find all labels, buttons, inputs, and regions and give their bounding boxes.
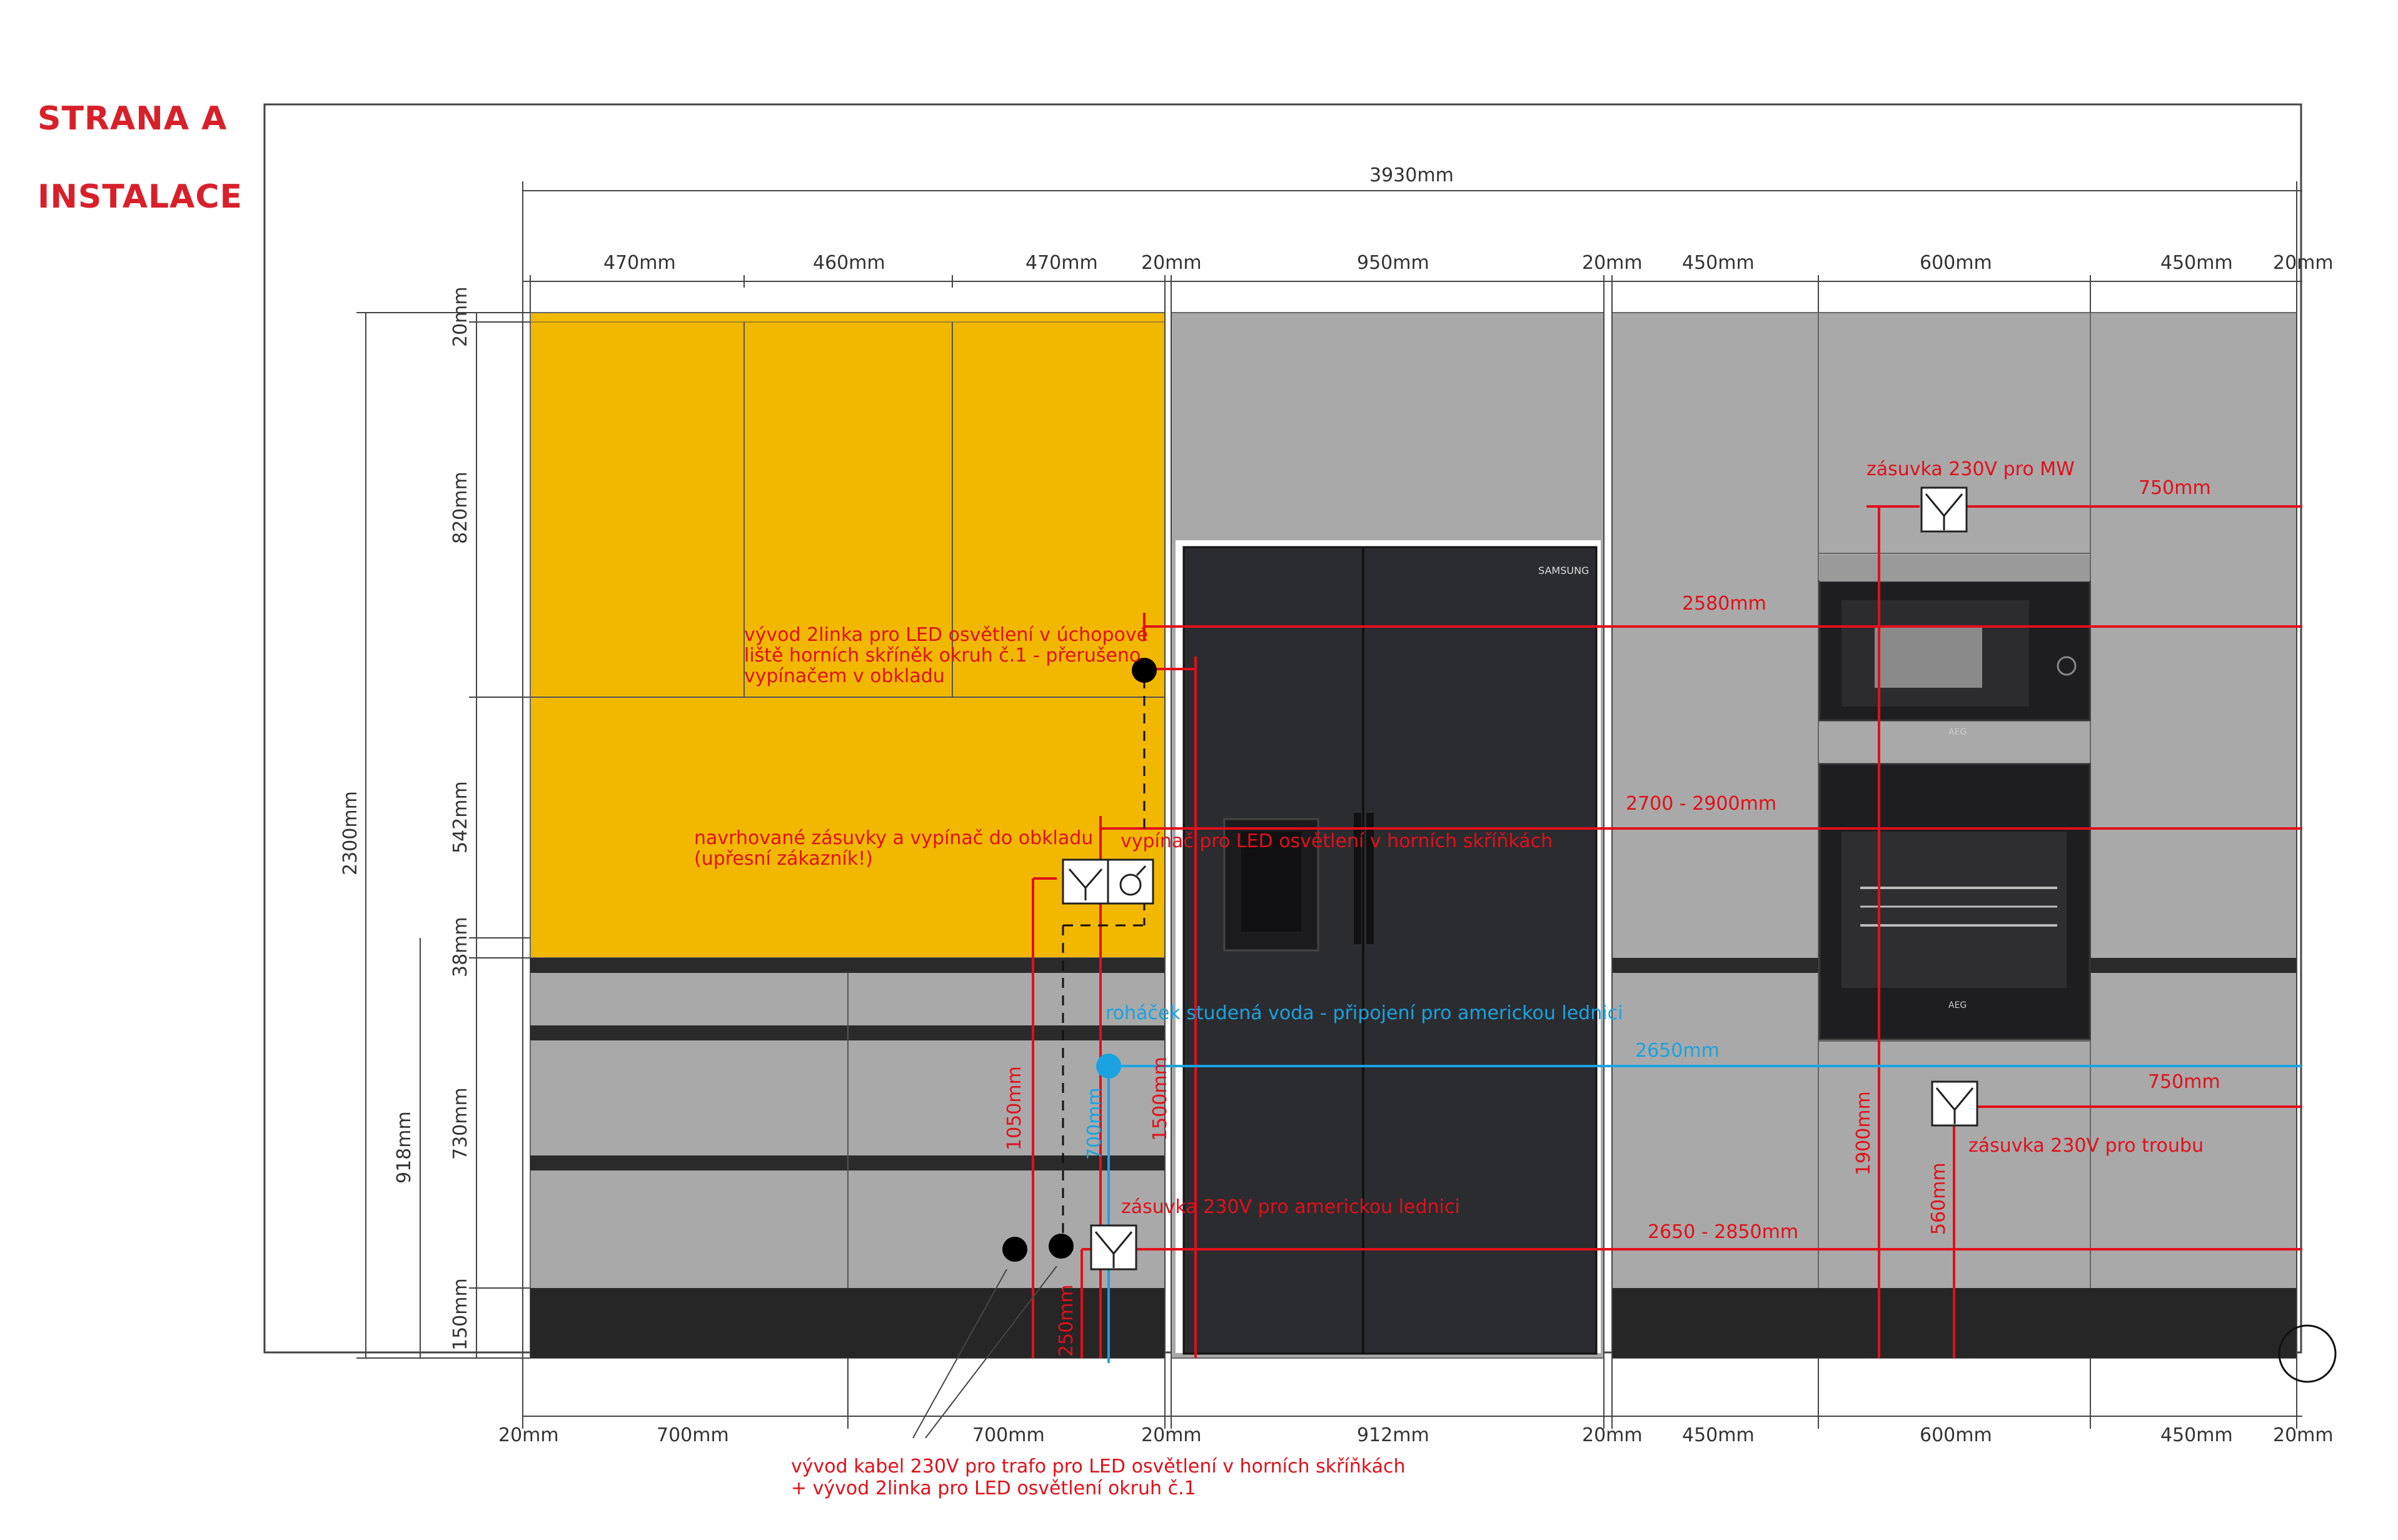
label-led-outlet-3: vypínačem v obkladu bbox=[744, 665, 945, 687]
dim-top-8: 600mm bbox=[1920, 252, 1992, 274]
label-oven-socket: zásuvka 230V pro troubu bbox=[1968, 1135, 2204, 1157]
water-valve-point bbox=[1096, 1054, 1121, 1079]
label-h-250: 250mm bbox=[1055, 1284, 1077, 1357]
label-water-valve: roháček studená voda - připojení pro ame… bbox=[1106, 1002, 1623, 1024]
label-h-560: 560mm bbox=[1928, 1162, 1950, 1235]
dim-top-6: 20mm bbox=[1582, 252, 1643, 274]
dim-bottom-7: 450mm bbox=[1682, 1424, 1755, 1446]
microwave-brand-label: AEG bbox=[1948, 727, 1967, 737]
label-led-outlet-1: vývod 2linka pro LED osvětlení v úchopov… bbox=[744, 624, 1148, 646]
label-height-2580: 2580mm bbox=[1682, 593, 1766, 615]
label-proposed-sockets-1: navrhované zásuvky a vypínač do obkladu bbox=[694, 827, 1093, 849]
label-fridge-socket: zásuvka 230V pro americkou lednici bbox=[1121, 1196, 1460, 1218]
dim-top-5: 950mm bbox=[1357, 252, 1429, 274]
dim-total-width: 3930mm bbox=[1369, 164, 1454, 186]
label-cable-2: + vývod 2linka pro LED osvětlení okruh č… bbox=[791, 1477, 1196, 1499]
dim-top-10: 20mm bbox=[2273, 252, 2334, 274]
dim-bottom-10: 20mm bbox=[2273, 1424, 2334, 1446]
label-mw-socket: zásuvka 230V pro MW bbox=[1867, 458, 2075, 480]
dim-left-seg-1: 20mm bbox=[450, 286, 471, 347]
label-led-switch: vypínač pro LED osvětlení v horních skří… bbox=[1121, 830, 1553, 852]
cable-outlet-point-1 bbox=[1002, 1237, 1027, 1262]
label-height-2650-2850: 2650 - 2850mm bbox=[1648, 1221, 1798, 1243]
title-instalace: INSTALACE bbox=[38, 178, 243, 216]
dim-left-total: 2300mm bbox=[340, 791, 361, 875]
fridge-brand-label: SAMSUNG bbox=[1538, 565, 1589, 576]
dim-top-4: 20mm bbox=[1141, 252, 1202, 274]
label-height-2650: 2650mm bbox=[1635, 1040, 1720, 1062]
label-led-outlet-2: liště horních skříněk okruh č.1 - přeruš… bbox=[744, 645, 1141, 667]
dim-bottom-6: 20mm bbox=[1582, 1424, 1643, 1446]
mw-socket-symbol bbox=[1920, 486, 1968, 533]
tall-unit-right bbox=[2090, 312, 2297, 1359]
label-h-1500: 1500mm bbox=[1149, 1057, 1171, 1141]
dim-left-seg-5: 730mm bbox=[450, 1087, 471, 1160]
dim-bottom-8: 600mm bbox=[1920, 1424, 1992, 1446]
dim-bottom-5: 912mm bbox=[1357, 1424, 1429, 1446]
dim-top-2: 460mm bbox=[813, 252, 885, 274]
label-h-1050: 1050mm bbox=[1004, 1066, 1025, 1150]
label-h-1900: 1900mm bbox=[1853, 1091, 1875, 1175]
led-outlet-point bbox=[1132, 658, 1157, 683]
tall-unit-left bbox=[1611, 312, 1819, 1359]
label-height-2700-2900: 2700 - 2900mm bbox=[1626, 793, 1776, 815]
dim-left-seg-4: 38mm bbox=[450, 917, 471, 977]
dim-bottom-9: 450mm bbox=[2160, 1424, 2233, 1446]
dim-top-3: 470mm bbox=[1025, 252, 1098, 274]
cable-outlet-point-2 bbox=[1049, 1234, 1074, 1259]
proposed-sockets-symbol bbox=[1062, 858, 1154, 905]
dim-top-7: 450mm bbox=[1682, 252, 1755, 274]
fridge-socket-symbol bbox=[1090, 1224, 1137, 1271]
plinth-left bbox=[530, 1288, 1165, 1358]
label-cable-1: vývod kabel 230V pro trafo pro LED osvět… bbox=[791, 1456, 1406, 1477]
dim-top-1: 470mm bbox=[603, 252, 676, 274]
dim-left-seg-3: 542mm bbox=[450, 781, 471, 853]
dim-left-lower: 918mm bbox=[393, 1111, 415, 1184]
dim-left-seg-2: 820mm bbox=[450, 471, 471, 544]
dim-left-seg-6: 150mm bbox=[450, 1278, 471, 1351]
title-strana: STRANA A bbox=[38, 100, 228, 138]
dim-bottom-3: 700mm bbox=[972, 1424, 1045, 1446]
oven-brand-label: AEG bbox=[1948, 1000, 1967, 1010]
dim-bottom-4: 20mm bbox=[1141, 1424, 1202, 1446]
label-h-700: 700mm bbox=[1084, 1087, 1106, 1160]
oven-socket-symbol bbox=[1931, 1080, 1978, 1127]
label-mw-offset: 750mm bbox=[2139, 477, 2211, 499]
dim-bottom-2: 700mm bbox=[657, 1424, 729, 1446]
upper-cabinets-block bbox=[530, 312, 1166, 959]
dim-bottom-1: 20mm bbox=[498, 1424, 559, 1446]
dim-top-9: 450mm bbox=[2160, 252, 2233, 274]
corner-marker bbox=[2278, 1324, 2337, 1383]
label-proposed-sockets-2: (upřesní zákazník!) bbox=[694, 848, 873, 870]
label-oven-offset: 750mm bbox=[2148, 1071, 2220, 1093]
